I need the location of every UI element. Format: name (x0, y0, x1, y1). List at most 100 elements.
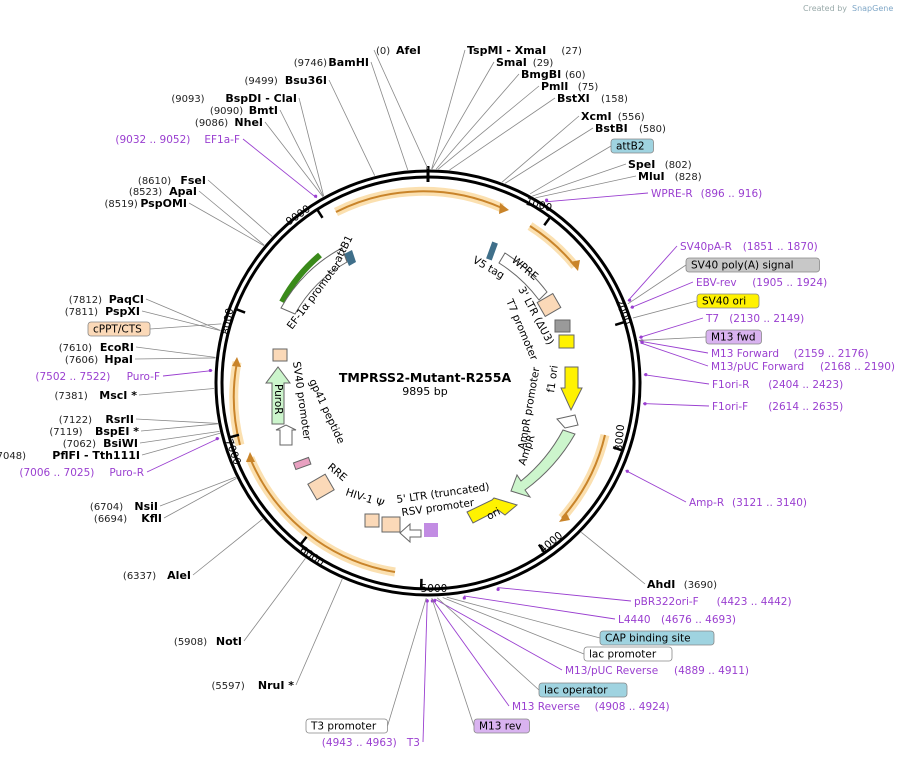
feature-m13-rev[interactable]: M13 rev (473, 718, 530, 734)
feature-label: CAP binding site (605, 633, 691, 645)
site-pmli[interactable]: PmlI(75) (541, 80, 598, 93)
site-name: XcmI (581, 110, 612, 123)
feature-m13-fwd[interactable]: M13 fwd (705, 329, 762, 345)
site-bamhi[interactable]: BamHI(9746) (294, 56, 369, 69)
primer-t3[interactable]: T3(4943 .. 4963) (322, 737, 420, 749)
primer-range: (896 .. 916) (701, 188, 763, 200)
site-alei[interactable]: AleI(6337) (123, 569, 191, 582)
plasmid-length: 9895 bp (402, 385, 447, 398)
site-xcmi[interactable]: XcmI(556) (581, 110, 645, 123)
site-bspdi-clai[interactable]: BspDI - ClaI(9093) (171, 92, 297, 105)
site-bstxi[interactable]: BstXI(158) (557, 92, 628, 105)
feature-box (685, 257, 820, 273)
site-afei[interactable]: (0)AfeI (376, 44, 421, 57)
site-hpai[interactable]: HpaI(7606) (65, 353, 133, 366)
puror-shape (265, 366, 291, 425)
primer-m13-reverse[interactable]: M13 Reverse(4908 .. 4924) (512, 701, 670, 713)
site-spei[interactable]: SpeI(802) (628, 158, 692, 171)
site-position: (802) (665, 160, 692, 171)
feature-box (473, 718, 530, 734)
site-noti[interactable]: NotI(5908) (174, 635, 242, 648)
tick-mark (614, 320, 626, 327)
orf-arc-left-head (232, 357, 241, 367)
primer-puro-f[interactable]: Puro-F(7502 .. 7522) (35, 371, 160, 383)
feature-label: SV40 poly(A) signal (691, 260, 794, 272)
site-bsu36i[interactable]: Bsu36I(9499) (245, 74, 327, 87)
primer-f1ori-f[interactable]: F1ori-F(2614 .. 2635) (712, 401, 843, 413)
feature-box (305, 718, 388, 734)
lac-cluster-shape (424, 523, 438, 537)
feature-cppt-cts[interactable]: cPPT/CTS (87, 321, 151, 337)
feature-box (87, 321, 151, 337)
primer-leader-f1ori-f (643, 403, 710, 407)
site-pspxi[interactable]: PspXI(7811) (65, 305, 140, 318)
site-leader-afei (373, 49, 429, 170)
primer-ebv-rev[interactable]: EBV-rev(1905 .. 1924) (696, 277, 827, 289)
site-ahdi[interactable]: AhdI(3690) (647, 578, 717, 591)
site-bmgbi[interactable]: BmgBI(60) (521, 68, 586, 81)
site-nsii[interactable]: NsiI(6704) (90, 500, 158, 513)
feature-lac-operator[interactable]: lac operator (538, 682, 628, 698)
site-fsei[interactable]: FseI(8610) (138, 174, 206, 187)
site-kfli[interactable]: KflI(6694) (94, 512, 162, 525)
primer-name: L4440 (618, 614, 651, 626)
rsv-promoter-shape (399, 522, 422, 544)
feature-sv40-ori[interactable]: SV40 ori (696, 293, 760, 309)
primer-wpre-r[interactable]: WPRE-R(896 .. 916) (651, 188, 762, 200)
site-tspmi-xmai[interactable]: TspMI - XmaI(27) (467, 44, 582, 57)
site-nhei[interactable]: NheI(9086) (195, 116, 263, 129)
site-smai[interactable]: SmaI(29) (496, 56, 553, 69)
site-ecori[interactable]: EcoRI(7610) (59, 341, 134, 354)
primer-sv40pa-r[interactable]: SV40pA-R(1851 .. 1870) (680, 241, 818, 253)
site-bstbi[interactable]: BstBI(580) (595, 122, 666, 135)
site-position: (7062) (63, 439, 96, 450)
site-position: (9093) (171, 94, 204, 105)
site-position: (9499) (245, 76, 278, 87)
site-apai[interactable]: ApaI(8523) (129, 185, 197, 198)
site-position: (60) (565, 70, 586, 81)
feature-leader-lac-operator (436, 597, 540, 691)
site-name: ApaI (169, 185, 197, 198)
primer-marker (640, 340, 644, 345)
site-bspei[interactable]: BspEI *(7119) (49, 425, 139, 438)
site-paqci[interactable]: PaqCI(7812) (69, 293, 144, 306)
site-bmti[interactable]: BmtI(9090) (210, 104, 278, 117)
feature-box (705, 329, 762, 345)
site-nrui[interactable]: NruI *(5597) (212, 679, 295, 692)
site-msci[interactable]: MscI *(7381) (55, 389, 138, 402)
orf-arc-amp (558, 433, 610, 521)
primer-m13-puc-reverse[interactable]: M13/pUC Reverse(4889 .. 4911) (565, 665, 749, 677)
site-pflfi-tth111i[interactable]: PflFI - Tth111I(7048) (0, 449, 140, 462)
feature-cap-binding-site[interactable]: CAP binding site (599, 630, 715, 646)
primer-pbr322ori-f[interactable]: pBR322ori-F(4423 .. 4442) (634, 596, 792, 608)
primer-m13-forward[interactable]: M13 Forward(2159 .. 2176) (711, 348, 869, 360)
primer-l4440[interactable]: L4440(4676 .. 4693) (618, 614, 736, 626)
feature-lac-promoter[interactable]: lac promoter (583, 646, 673, 662)
snapgene-logo: SnapGene (852, 4, 893, 13)
site-name: BspEI * (95, 425, 139, 438)
site-position: (7812) (69, 295, 102, 306)
site-rsrii[interactable]: RsrII(7122) (59, 413, 134, 426)
site-leader-ahdi (581, 532, 646, 585)
feature-label: SV40 ori (702, 296, 746, 308)
primer-m13-puc-forward[interactable]: M13/pUC Forward(2168 .. 2190) (711, 361, 895, 373)
primer-marker (644, 372, 648, 377)
primer-puro-r[interactable]: Puro-R(7006 .. 7025) (19, 467, 144, 479)
tick-mark (612, 446, 624, 452)
site-bsiwi[interactable]: BsiWI(7062) (63, 437, 138, 450)
f1-ori-shape (560, 366, 583, 412)
primer-range: (9032 .. 9052) (115, 134, 190, 146)
attb2-marker (486, 241, 498, 261)
primer-t7[interactable]: T7(2130 .. 2149) (705, 313, 804, 325)
f1-ori-label: f1 ori (545, 365, 561, 394)
site-position: (3690) (684, 580, 717, 591)
site-pspomi[interactable]: PspOMI(8519) (105, 197, 187, 210)
feature-t3-promoter[interactable]: T3 promoter (305, 718, 388, 734)
feature-attb2[interactable]: attB2 (610, 138, 654, 154)
ori-label: ori (485, 506, 503, 523)
primer-ef1a-f[interactable]: EF1a-F(9032 .. 9052) (115, 134, 240, 146)
feature-sv40-poly-a-signal[interactable]: SV40 poly(A) signal (685, 257, 820, 273)
site-mlui[interactable]: MluI(828) (638, 170, 702, 183)
primer-amp-r[interactable]: Amp-R(3121 .. 3140) (689, 497, 807, 509)
primer-f1ori-r[interactable]: F1ori-R(2404 .. 2423) (712, 379, 843, 391)
